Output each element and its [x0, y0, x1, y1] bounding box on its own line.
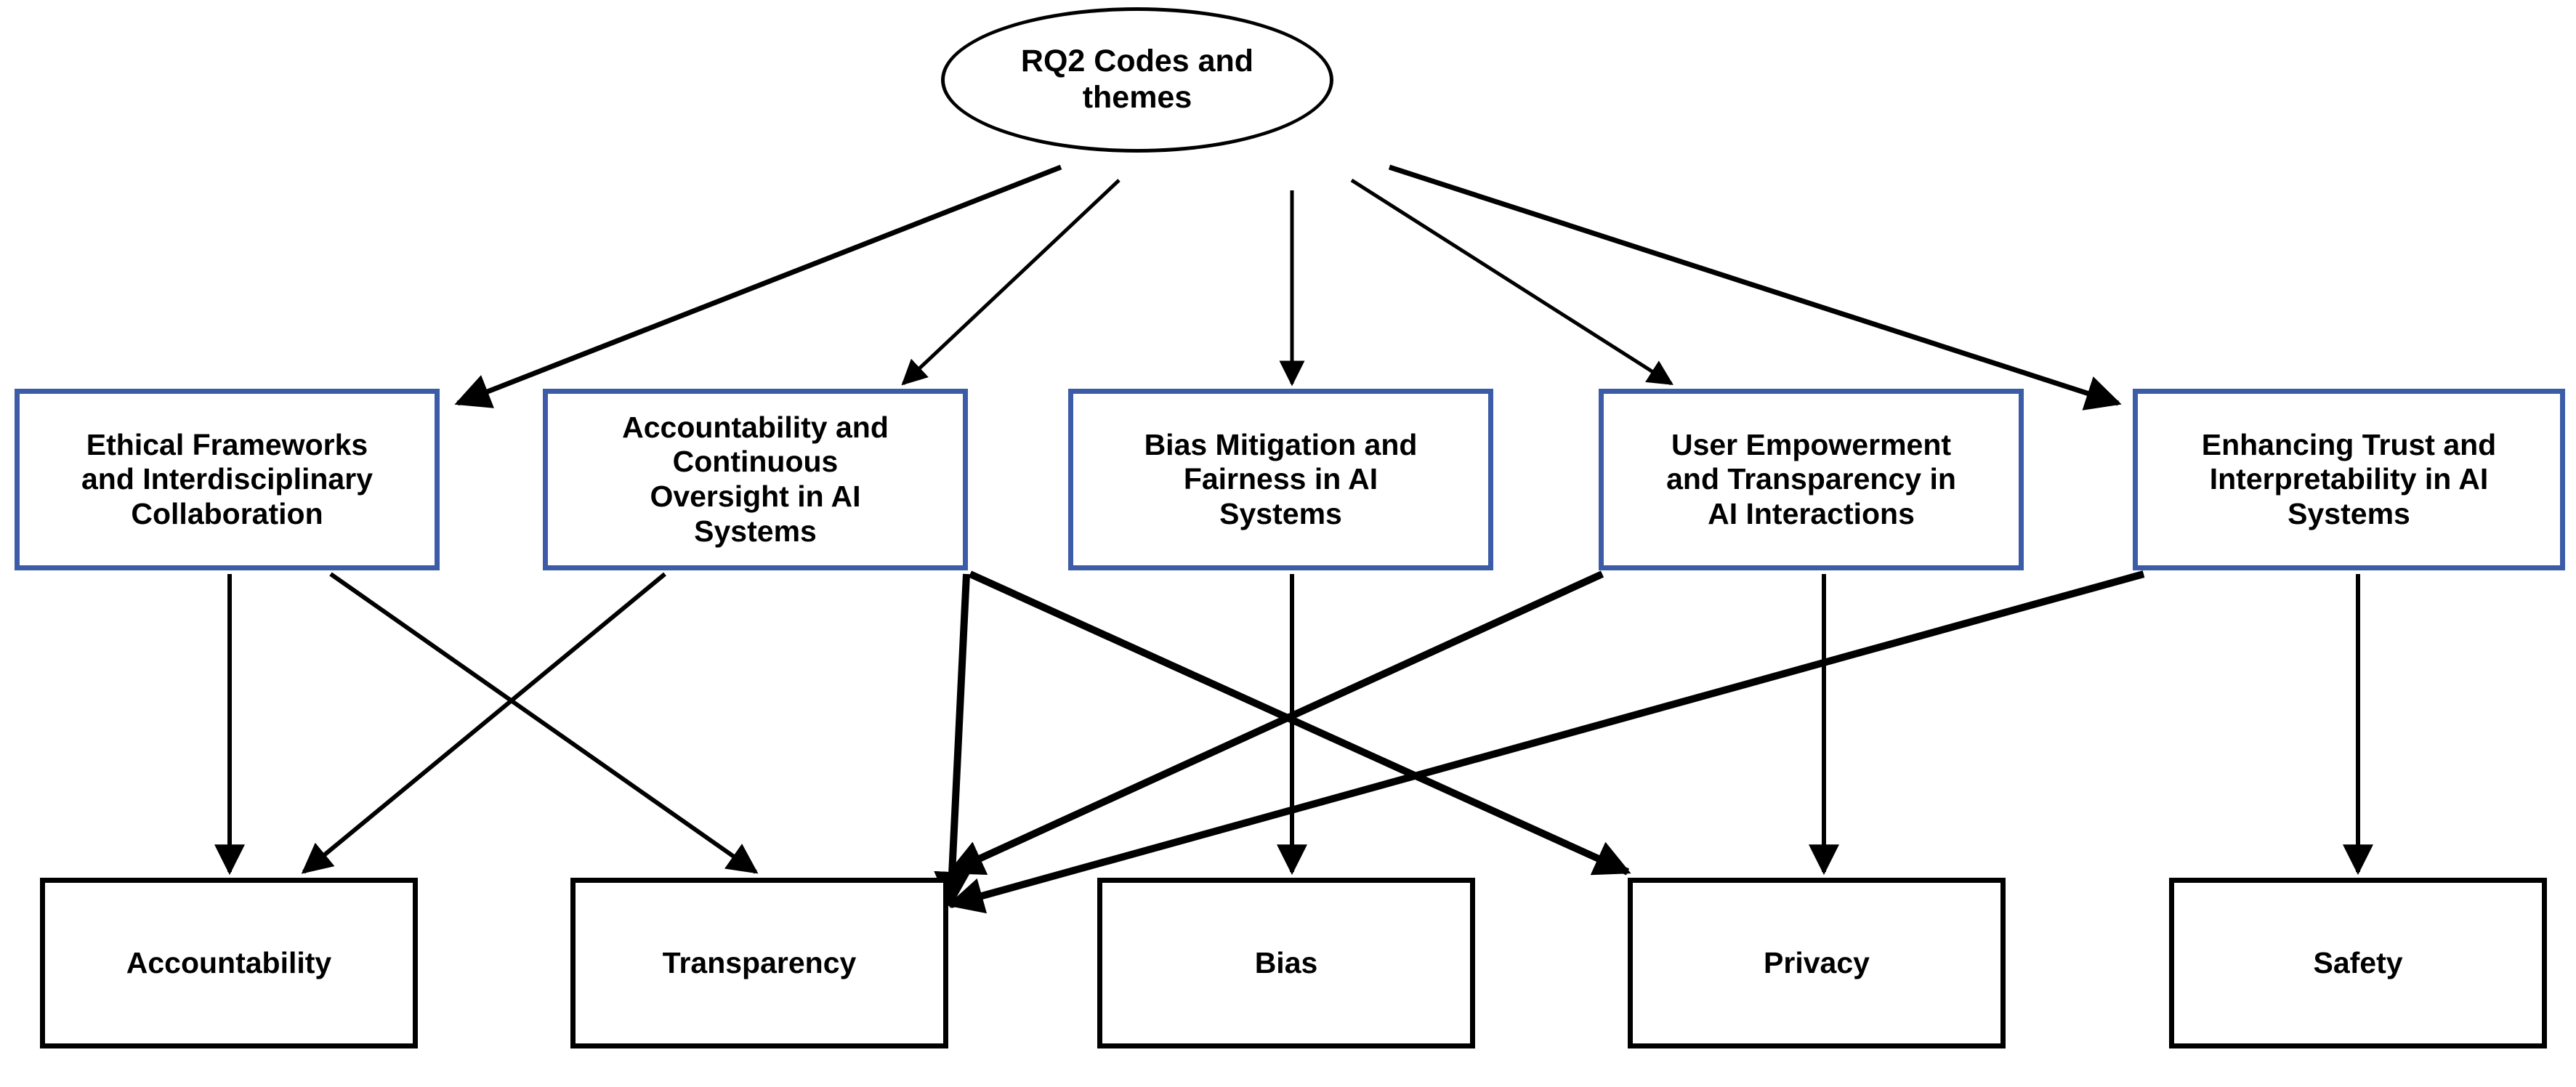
node-theme-accountability-oversight[interactable]: Accountability and Continuous Oversight … — [543, 389, 968, 570]
edge-oversight-to-accountability — [301, 572, 666, 874]
edge-oversight-to-transparency — [934, 573, 971, 908]
node-code-transparency[interactable]: Transparency — [570, 878, 948, 1048]
node-theme-user-empowerment[interactable]: User Empowerment and Transparency in AI … — [1599, 389, 2024, 570]
node-code-bias[interactable]: Bias — [1097, 878, 1475, 1048]
node-label: Enhancing Trust and Interpretability in … — [2201, 427, 2497, 530]
edge-ethical-to-transparency — [329, 572, 759, 874]
edge-user-to-transparency — [947, 570, 1604, 876]
node-code-safety[interactable]: Safety — [2169, 878, 2547, 1048]
node-label: Bias Mitigation and Fairness in AI Syste… — [1144, 427, 1418, 530]
node-theme-ethical-frameworks[interactable]: Ethical Frameworks and Interdisciplinary… — [15, 389, 440, 570]
node-label: Ethical Frameworks and Interdisciplinary… — [81, 427, 373, 530]
node-label: Safety — [2313, 945, 2403, 979]
node-rq2-root[interactable]: RQ2 Codes and themes — [941, 7, 1333, 153]
node-theme-bias-mitigation[interactable]: Bias Mitigation and Fairness in AI Syste… — [1068, 389, 1493, 570]
edge-root-to-trust — [1388, 164, 2122, 411]
edge-root-to-accountability — [901, 179, 1121, 386]
node-label: Accountability and Continuous Oversight … — [622, 410, 889, 548]
node-code-accountability[interactable]: Accountability — [40, 878, 418, 1048]
node-label: User Empowerment and Transparency in AI … — [1666, 427, 1956, 530]
edge-trust-to-transparency — [947, 570, 2145, 914]
node-theme-enhancing-trust[interactable]: Enhancing Trust and Interpretability in … — [2133, 389, 2565, 570]
edge-root-to-user — [1350, 178, 1673, 386]
node-label: Transparency — [662, 945, 857, 979]
node-label: Privacy — [1764, 945, 1870, 979]
node-label: Bias — [1254, 945, 1318, 979]
edge-root-to-ethical — [454, 164, 1062, 408]
node-code-privacy[interactable]: Privacy — [1628, 878, 2006, 1048]
node-label: RQ2 Codes and themes — [1020, 44, 1254, 115]
node-label: Accountability — [126, 945, 332, 979]
edge-bias-to-privacy — [968, 570, 1631, 876]
